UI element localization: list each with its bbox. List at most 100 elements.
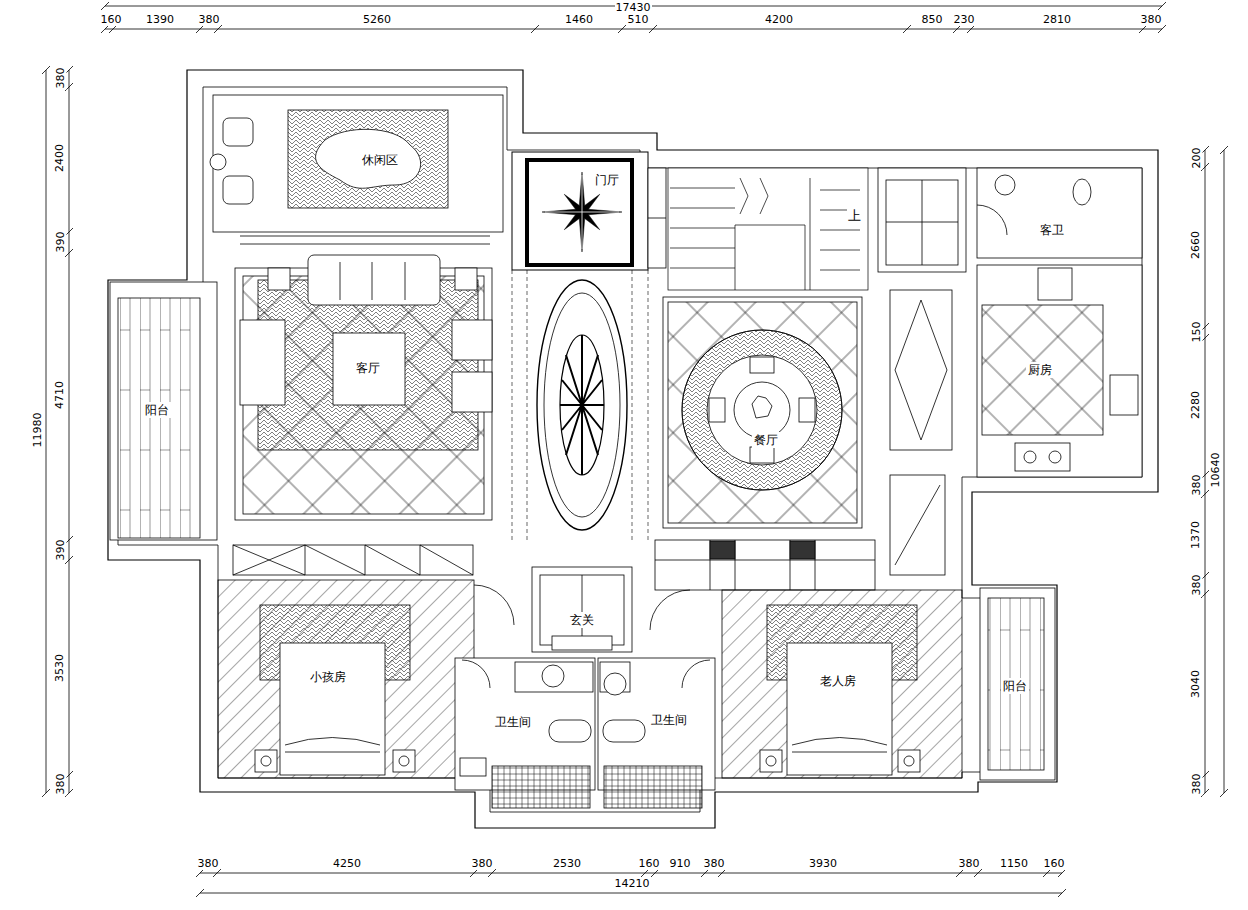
leisure-area (223, 176, 253, 204)
dimension-text: 3530 (54, 653, 66, 683)
bathrooms (455, 658, 715, 808)
service-rooms (1073, 179, 1091, 205)
dining-room (752, 396, 772, 418)
dimension-text: 380 (197, 858, 220, 870)
living-room (240, 320, 285, 405)
dimension-lines (42, 2, 1228, 897)
dining-room (682, 330, 842, 490)
cabinets (233, 545, 473, 575)
room-name: 休闲区 (362, 153, 398, 167)
bedrooms (760, 750, 782, 772)
room-label: 阳台 (1001, 678, 1029, 694)
dimension-lines (200, 893, 1062, 894)
walls (118, 87, 1142, 812)
service-rooms (1110, 375, 1138, 415)
service-rooms (1024, 451, 1036, 463)
service-rooms (1049, 451, 1061, 463)
bathrooms (604, 673, 626, 695)
entrance-hall (512, 152, 648, 270)
living-room (268, 268, 290, 290)
service-rooms (977, 205, 1007, 235)
service-rooms (890, 290, 952, 450)
stair-mark: 上 (847, 208, 862, 223)
living-room (333, 333, 405, 405)
service-rooms (1038, 268, 1072, 300)
room-name: 玄关 (570, 613, 594, 627)
bathrooms (542, 665, 564, 687)
dimension-text: 17430 (615, 2, 652, 14)
dining-room (663, 297, 862, 528)
dimension-text: 850 (921, 14, 944, 26)
bedrooms (399, 756, 409, 766)
entrance-hall (648, 218, 666, 219)
room-name: 厨房 (1028, 363, 1052, 377)
bedrooms (898, 750, 920, 772)
bathrooms (462, 660, 710, 688)
room-label: 门厅 (593, 172, 621, 188)
service-rooms (995, 175, 1015, 195)
bedrooms (766, 756, 776, 766)
service-rooms (878, 168, 1142, 575)
dining-room (734, 382, 790, 438)
room-name: 餐厅 (754, 433, 778, 447)
bathrooms (460, 758, 486, 776)
corridor (560, 335, 604, 475)
dimension-text: 11980 (31, 412, 43, 449)
dimension-text: 4250 (332, 858, 362, 870)
bedrooms (218, 580, 474, 778)
dimension-lines (1224, 150, 1225, 793)
bathrooms (515, 662, 593, 692)
corridor (537, 280, 627, 530)
walls (108, 70, 1158, 828)
service-rooms (886, 180, 958, 265)
entrance-hall (648, 168, 666, 268)
corridor (512, 270, 648, 540)
vestibule (540, 575, 624, 645)
staircase (668, 168, 868, 290)
dimension-text: 14210 (614, 878, 651, 890)
dimension-lines (1205, 150, 1206, 793)
dimension-text: 380 (1190, 574, 1202, 597)
cabinets (710, 541, 735, 559)
room-name: 小孩房 (310, 670, 346, 684)
dimension-text: 160 (638, 858, 661, 870)
dining-room (663, 297, 862, 528)
dimension-text: 1460 (564, 14, 594, 26)
entrance-hall (527, 160, 632, 265)
leisure-area (210, 154, 226, 170)
room-label: 厨房 (1026, 362, 1054, 378)
dining-room (709, 398, 725, 422)
room-name: 老人房 (820, 674, 856, 688)
bedrooms (255, 750, 277, 772)
corridor (512, 270, 648, 540)
living-room (455, 268, 477, 290)
bedrooms (393, 750, 415, 772)
cabinets (233, 545, 473, 575)
dimension-lines (105, 29, 1162, 30)
leisure-area (210, 95, 503, 244)
dimension-text: 380 (1190, 773, 1202, 796)
dimension-text: 2810 (1042, 14, 1072, 26)
room-name: 客卫 (1040, 223, 1064, 237)
room-label: 玄关 (568, 612, 596, 628)
service-rooms (1015, 443, 1070, 471)
living-room (452, 372, 492, 412)
service-rooms (895, 300, 947, 440)
bedrooms (787, 643, 892, 775)
dimension-text: 4200 (764, 14, 794, 26)
dimension-text: 380 (54, 67, 66, 90)
cabinets (655, 540, 875, 590)
room-name: 阳台 (145, 403, 169, 417)
dimension-text: 2530 (552, 858, 582, 870)
entrance-hall (512, 152, 666, 270)
leisure-area (223, 118, 253, 146)
bedrooms (792, 738, 887, 753)
dimension-lines (200, 873, 1062, 874)
vestibule (582, 575, 583, 645)
vestibule (552, 636, 612, 650)
dimension-text: 390 (54, 231, 66, 254)
corridor (544, 293, 620, 517)
dimension-text: 380 (54, 773, 66, 796)
